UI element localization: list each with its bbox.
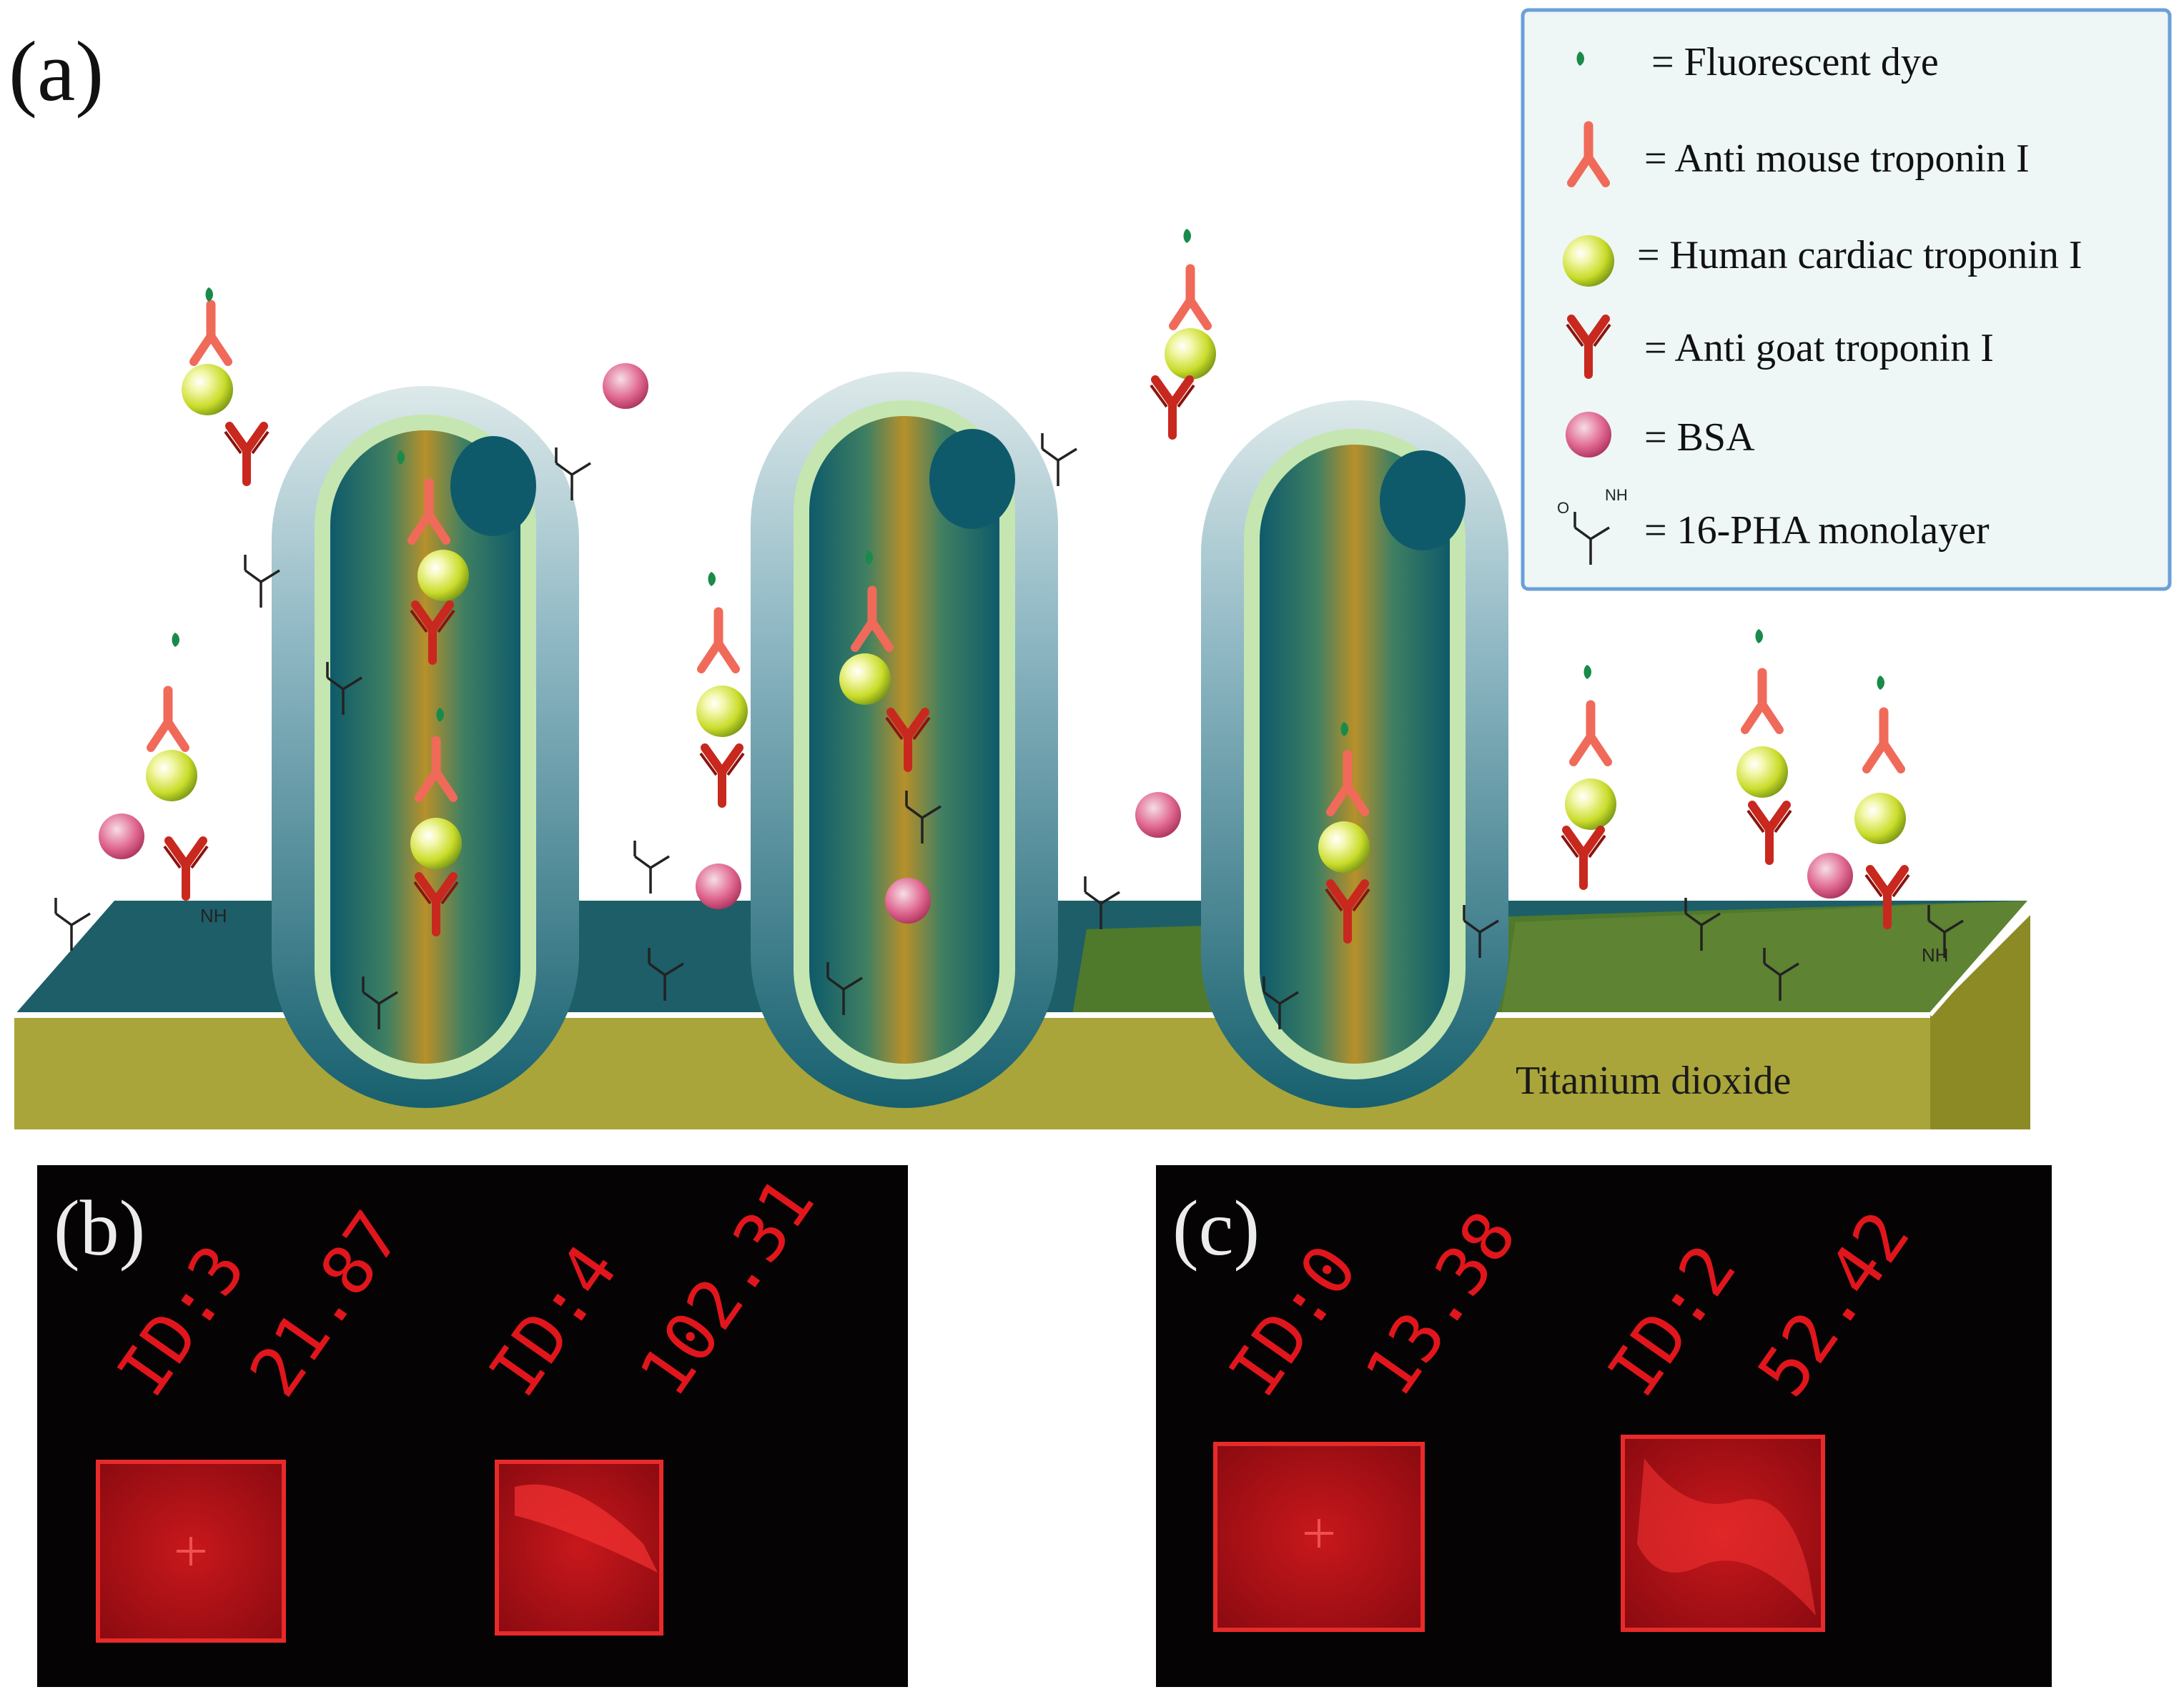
anti-mouse-troponin-icon bbox=[151, 691, 185, 748]
bsa-icon bbox=[1807, 853, 1853, 899]
bsa-icon bbox=[1135, 792, 1181, 838]
panel-b-label: (b) bbox=[54, 1184, 145, 1272]
bsa-icon bbox=[603, 363, 648, 409]
fluorescent-dye-icon bbox=[172, 633, 179, 647]
anti-mouse-troponin-icon bbox=[1867, 712, 1901, 769]
anti-goat-troponin-icon bbox=[701, 748, 743, 803]
anti-mouse-troponin-icon bbox=[194, 305, 228, 362]
pha-monolayer-icon bbox=[633, 839, 671, 895]
human-cardiac-troponin-icon bbox=[146, 750, 197, 801]
panel-a: (a) Titanium dioxide bbox=[9, 8, 2172, 1129]
human-cardiac-troponin-icon bbox=[410, 818, 462, 869]
assembly-right-3: NH bbox=[1807, 676, 1965, 966]
legend-item-bsa: = BSA bbox=[1644, 415, 1755, 460]
human-cardiac-troponin-icon bbox=[1736, 746, 1788, 798]
human-cardiac-troponin-icon bbox=[1165, 328, 1216, 380]
anti-goat-troponin-icon bbox=[1748, 805, 1791, 861]
human-cardiac-troponin-icon bbox=[1563, 235, 1614, 287]
panel-a-label: (a) bbox=[9, 24, 104, 119]
bsa-icon bbox=[99, 813, 144, 859]
panel-c: (c) ID:0 13.38 ID:2 52.42 bbox=[1156, 1165, 2052, 1687]
assembly-left-short: NH bbox=[54, 633, 227, 952]
legend-item-pha-monolayer: = 16-PHA monolayer bbox=[1644, 508, 1990, 553]
panel-b: (b) ID:3 21.87 ID:4 102.31 bbox=[37, 1164, 908, 1687]
bsa-icon bbox=[696, 864, 741, 909]
nanotube-3 bbox=[1201, 400, 1508, 1108]
substrate-label: Titanium dioxide bbox=[1516, 1059, 1791, 1103]
human-cardiac-troponin-icon bbox=[1318, 821, 1370, 873]
assembly-bsa-top bbox=[555, 363, 648, 502]
nh-label: NH bbox=[200, 905, 227, 926]
legend-item-anti-mouse-troponin: = Anti mouse troponin I bbox=[1644, 137, 2030, 181]
anti-goat-troponin-icon bbox=[1151, 380, 1194, 435]
legend-o-label: O bbox=[1557, 499, 1569, 517]
anti-mouse-troponin-icon bbox=[1745, 673, 1779, 730]
fluorescent-dye-icon bbox=[708, 572, 716, 586]
anti-mouse-troponin-icon bbox=[701, 612, 736, 669]
nanotube-1 bbox=[272, 386, 579, 1108]
assembly-left-tall bbox=[182, 287, 281, 609]
fluorescent-dye-icon bbox=[1877, 676, 1884, 690]
legend-item-human-cardiac-troponin: = Human cardiac troponin I bbox=[1637, 233, 2082, 277]
panel-c-label: (c) bbox=[1172, 1184, 1260, 1272]
fluorescent-dye-icon bbox=[205, 287, 213, 302]
fluorescent-dye-icon bbox=[1583, 665, 1591, 679]
nh-label: NH bbox=[1922, 944, 1949, 966]
anti-mouse-troponin-icon bbox=[1573, 705, 1608, 762]
legend-nh-label: NH bbox=[1605, 486, 1628, 504]
fluorescent-dye-icon bbox=[1755, 629, 1763, 643]
anti-mouse-troponin-icon bbox=[1173, 269, 1207, 326]
human-cardiac-troponin-icon bbox=[182, 364, 233, 415]
anti-goat-troponin-icon bbox=[1562, 830, 1605, 886]
human-cardiac-troponin-icon bbox=[839, 653, 891, 705]
assembly-top-floating bbox=[1041, 229, 1216, 488]
human-cardiac-troponin-icon bbox=[696, 686, 748, 737]
human-cardiac-troponin-icon bbox=[1854, 793, 1906, 844]
legend-item-anti-goat-troponin: = Anti goat troponin I bbox=[1644, 326, 1994, 370]
human-cardiac-troponin-icon bbox=[1565, 778, 1616, 830]
fluorescent-dye-icon bbox=[1183, 229, 1191, 243]
anti-goat-troponin-icon bbox=[164, 841, 207, 896]
bsa-icon bbox=[1566, 412, 1611, 457]
legend-item-fluorescent-dye: = Fluorescent dye bbox=[1651, 40, 1939, 84]
bsa-icon bbox=[885, 878, 931, 924]
anti-goat-troponin-icon bbox=[225, 426, 268, 482]
human-cardiac-troponin-icon bbox=[417, 550, 469, 601]
legend: = Fluorescent dye = Anti mouse troponin … bbox=[1521, 8, 2172, 591]
